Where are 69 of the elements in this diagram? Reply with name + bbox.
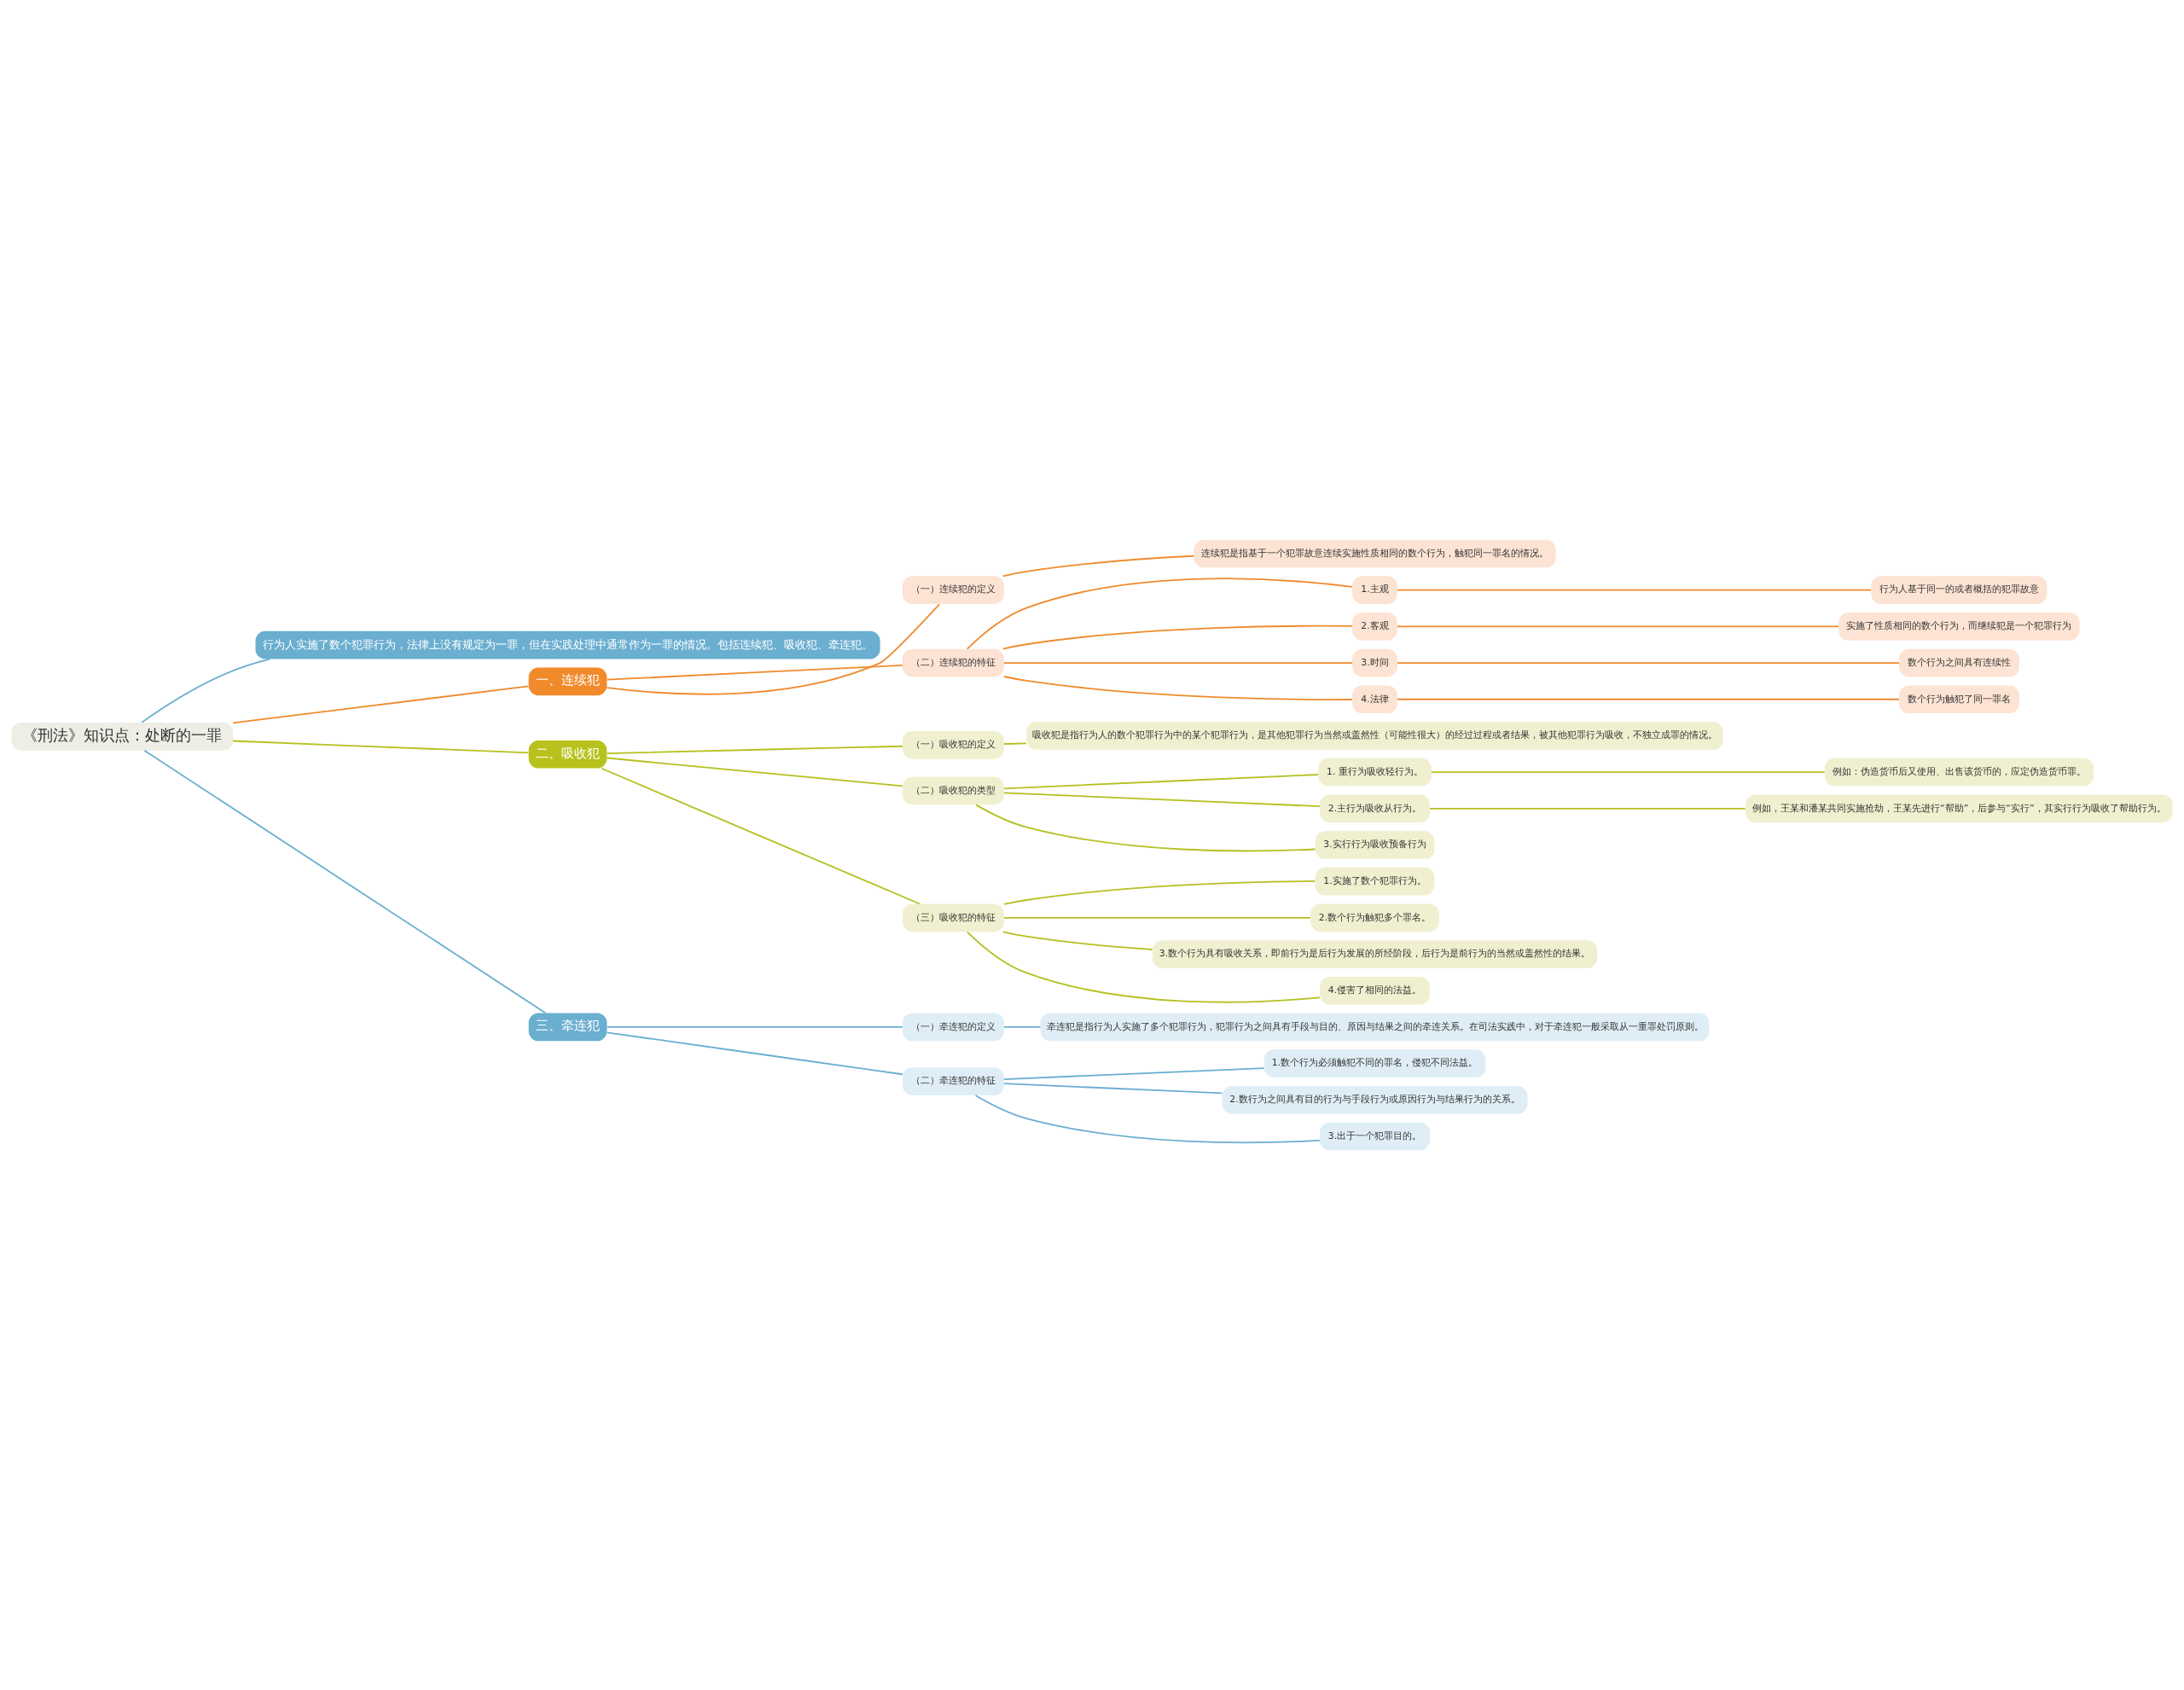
connector bbox=[606, 603, 941, 695]
connector bbox=[606, 757, 903, 787]
connector bbox=[1002, 555, 1195, 578]
connector bbox=[966, 931, 1321, 1003]
node-box: 1.实施了数个犯罪行为。 bbox=[1315, 867, 1435, 896]
connector bbox=[141, 658, 271, 723]
node-box: 例如：伪造货币后又使用、出售该货币的，应定伪造货币罪。 bbox=[1824, 758, 2094, 787]
connector bbox=[1431, 771, 1826, 774]
node-box: （二）吸收犯的类型 bbox=[902, 776, 1004, 805]
connector bbox=[1397, 589, 1873, 591]
node-box: 2.数行为之间具有目的行为与手段行为或原因行为与结果行为的关系。 bbox=[1222, 1086, 1528, 1114]
connector bbox=[1003, 880, 1316, 905]
connector bbox=[974, 1095, 1321, 1144]
node-box: 数个行为之间具有连续性 bbox=[1899, 648, 2019, 677]
node-box: 行为人基于同一的或者概括的犯罪故意 bbox=[1871, 576, 2048, 604]
connector bbox=[1429, 807, 1746, 810]
node-box: 3.实行行为吸收预备行为 bbox=[1315, 831, 1435, 859]
node-box: 4.法律 bbox=[1352, 685, 1397, 714]
node-box: 连续犯是指基于一个犯罪故意连续实施性质相同的数个行为，触犯同一罪名的情况。 bbox=[1194, 539, 1556, 568]
connector bbox=[232, 740, 530, 754]
node-box: （二）连续犯的特征 bbox=[902, 648, 1004, 677]
node-box: 3.数个行为具有吸收关系，即前行为是后行为发展的所经阶段，后行为是前行为的当然或盖然性的结果。 bbox=[1152, 940, 1598, 968]
connector bbox=[1003, 662, 1353, 664]
node-box: 1.主观 bbox=[1352, 576, 1397, 604]
node-box: 数个行为触犯了同一罪名 bbox=[1899, 685, 2019, 714]
node-box: 2.客观 bbox=[1352, 613, 1397, 641]
node-box: 1.数个行为必须触犯不同的罪名，侵犯不同法益。 bbox=[1263, 1049, 1486, 1077]
connector bbox=[966, 578, 1353, 650]
connector bbox=[1003, 774, 1319, 790]
connector bbox=[1397, 662, 1900, 664]
node-box: 3.出于一个犯罪目的。 bbox=[1320, 1122, 1430, 1151]
node-box: 行为人实施了数个犯罪行为，法律上没有规定为一罪，但在实践处理中通常作为一罪的情况。包括连续犯、吸收犯、牵连犯。 bbox=[255, 630, 880, 659]
node-box: （二）牵连犯的特征 bbox=[902, 1067, 1004, 1095]
connector bbox=[606, 1031, 903, 1076]
node-box: 3.时间 bbox=[1352, 648, 1397, 677]
node-box: 二、吸收犯 bbox=[528, 740, 607, 769]
connector bbox=[606, 1026, 903, 1028]
node-box: 三、牵连犯 bbox=[528, 1013, 607, 1042]
connector bbox=[1003, 676, 1353, 700]
node-box: 牵连犯是指行为人实施了多个犯罪行为，犯罪行为之间具有手段与目的、原因与结果之间的牵连关系。在司法实践中，对于牵连犯一般采取从一重罪处罚原则。 bbox=[1040, 1013, 1710, 1042]
node-box: 一、连续犯 bbox=[528, 667, 607, 696]
connector bbox=[1397, 625, 1839, 628]
connector bbox=[1397, 698, 1900, 700]
connector bbox=[601, 767, 921, 905]
node-box: 1. 重行为吸收轻行为。 bbox=[1318, 758, 1432, 787]
connector bbox=[143, 749, 547, 1014]
node-box: （三）吸收犯的特征 bbox=[902, 903, 1004, 932]
node-box: （一）吸收犯的定义 bbox=[902, 731, 1004, 759]
connector bbox=[1002, 624, 1354, 650]
node-box: （一）连续犯的定义 bbox=[902, 576, 1004, 604]
node-box: 例如，王某和潘某共同实施抢劫，王某先进行“帮助”，后参与“实行”，其实行行为吸收了帮助行为。 bbox=[1745, 794, 2173, 823]
connector bbox=[975, 804, 1316, 852]
node-box: 4.侵害了相同的法益。 bbox=[1320, 976, 1430, 1005]
node-box: 吸收犯是指行为人的数个犯罪行为中的某个犯罪行为，是其他犯罪行为当然或盖然性（可能性很大）的经过过程或者结果，被其他犯罪行为吸收，不独立成罪的情况。 bbox=[1026, 722, 1723, 750]
connector bbox=[606, 745, 903, 755]
connector bbox=[1003, 742, 1027, 745]
connector bbox=[606, 665, 903, 681]
connector bbox=[1003, 916, 1311, 919]
node-box: 《刑法》知识点：处断的一罪 bbox=[11, 723, 234, 751]
node-box: 2.数个行为触犯多个罪名。 bbox=[1310, 903, 1439, 932]
connector bbox=[1003, 1067, 1265, 1080]
node-box: 2.主行为吸收从行为。 bbox=[1320, 794, 1430, 823]
connector bbox=[1003, 1026, 1042, 1028]
connector bbox=[1003, 1083, 1223, 1095]
node-box: 实施了性质相同的数个行为，而继续犯是一个犯罪行为 bbox=[1838, 613, 2080, 641]
connector bbox=[1003, 792, 1321, 807]
connector bbox=[232, 685, 530, 724]
connector bbox=[1002, 931, 1153, 950]
node-box: （一）牵连犯的定义 bbox=[902, 1013, 1004, 1042]
